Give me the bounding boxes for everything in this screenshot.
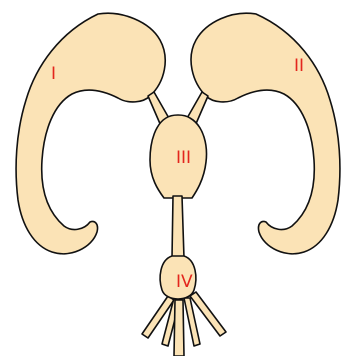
label-iii: III xyxy=(176,148,191,168)
right-lateral-ventricle xyxy=(191,13,340,254)
label-i: I xyxy=(51,64,56,84)
left-lateral-ventricle xyxy=(16,13,165,254)
cerebral-aqueduct xyxy=(172,196,184,258)
central-canal xyxy=(174,300,184,356)
label-iv: IV xyxy=(176,272,193,292)
label-ii: II xyxy=(294,56,304,76)
